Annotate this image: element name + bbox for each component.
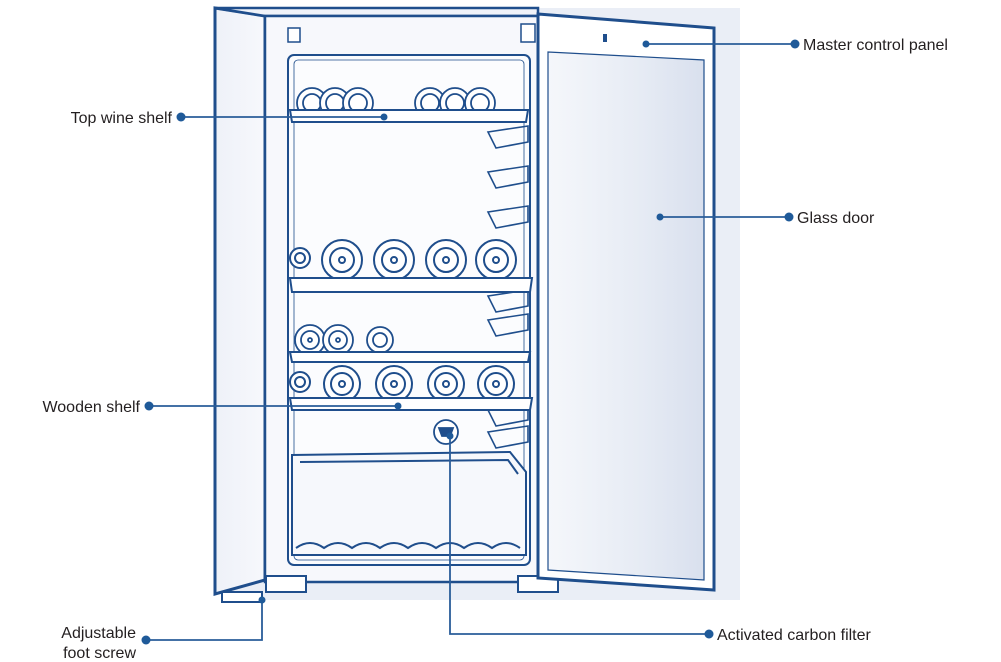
top-wine-shelf [288, 109, 530, 123]
left-foot [265, 575, 307, 593]
cabinet-side-wall [213, 6, 267, 596]
control-panel-button [603, 34, 607, 42]
label-wooden-shelf: Wooden shelf [42, 399, 140, 416]
leader-lines [146, 43, 795, 641]
wine-rack-shelf [288, 351, 532, 363]
small-bottle-row [294, 324, 394, 356]
top-hinge-right [520, 23, 536, 43]
middle-shelf [288, 277, 534, 293]
carbon-filter-shape [433, 419, 459, 445]
label-master-control-panel: Master control panel [803, 37, 948, 54]
foot-screw [221, 591, 263, 603]
middle-shelf-bottles [289, 239, 517, 281]
label-adjustable-foot-screw-line2: foot screw [63, 645, 136, 662]
interior-back-wall [293, 59, 525, 561]
bottom-bin [291, 450, 527, 556]
top-hinge-left [287, 27, 301, 43]
label-adjustable-foot-screw-line1: Adjustable [61, 625, 136, 642]
label-glass-door: Glass door [797, 210, 875, 227]
cabinet-interior [287, 54, 531, 566]
leader-dots [141, 39, 800, 645]
label-activated-carbon-filter: Activated carbon filter [717, 627, 872, 644]
glass-door-pane [547, 51, 705, 581]
wooden-shelf-shape [288, 397, 534, 411]
label-top-wine-shelf: Top wine shelf [71, 110, 173, 127]
